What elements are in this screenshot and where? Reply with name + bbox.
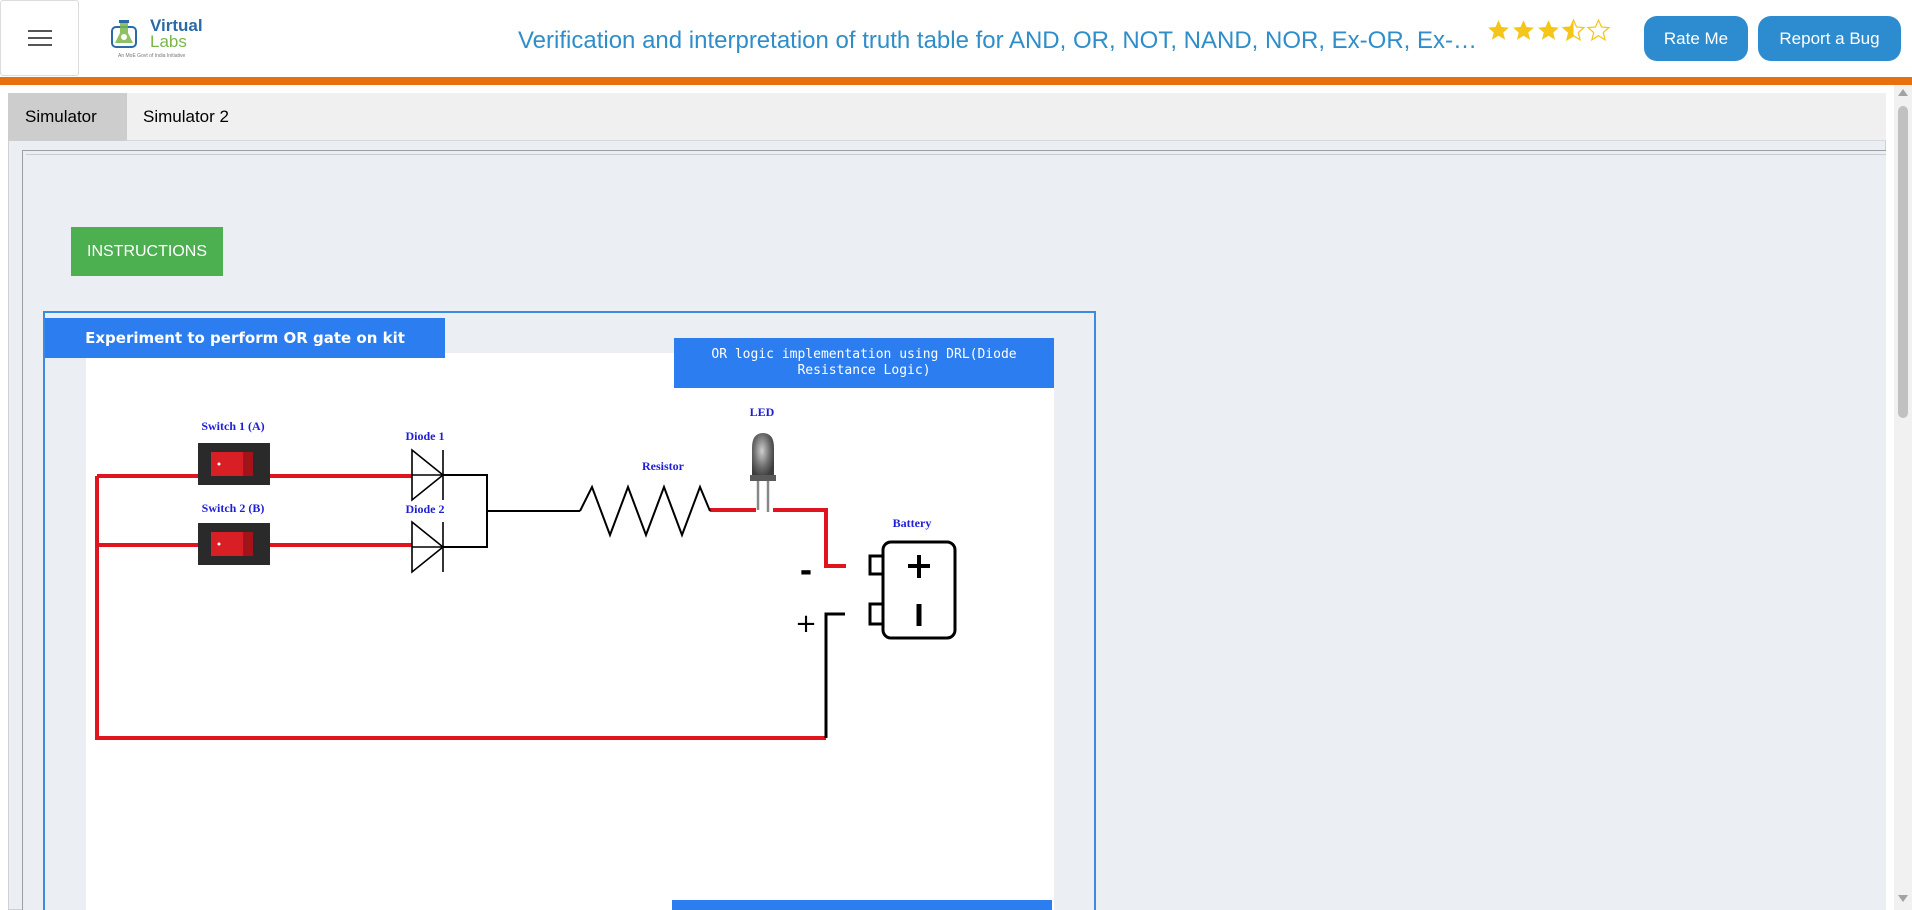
- frame-divider: [26, 154, 1886, 155]
- black-wires: [443, 474, 845, 738]
- switch-1-label: Switch 1 (A): [201, 419, 264, 433]
- drl-title: OR logic implementation using DRL(Diode …: [674, 338, 1054, 388]
- hamburger-icon: [27, 25, 52, 51]
- virtual-labs-logo[interactable]: Virtual Labs An MoE Govt of India Initia…: [110, 13, 203, 63]
- logo-text-labs: Labs: [150, 32, 187, 51]
- star-empty-icon[interactable]: [1586, 18, 1611, 43]
- flask-icon: [111, 20, 137, 48]
- tab-simulator-1[interactable]: Simulator 1: [8, 93, 127, 174]
- switch-2[interactable]: [198, 523, 270, 565]
- star-filled-icon[interactable]: [1486, 18, 1511, 43]
- star-filled-icon[interactable]: [1536, 18, 1561, 43]
- red-wires: [95, 474, 846, 740]
- tab-simulator-2[interactable]: Simulator 2: [143, 107, 229, 126]
- plus-terminal-label: +: [795, 609, 817, 639]
- led-label: LED: [750, 405, 775, 419]
- diode-2: [411, 520, 445, 574]
- diode-1-label: Diode 1: [406, 429, 445, 443]
- led-bulb: [750, 433, 776, 512]
- diode-2-label: Diode 2: [406, 502, 445, 516]
- rating-stars[interactable]: [1486, 18, 1611, 48]
- logo-text-virtual: Virtual: [150, 16, 203, 35]
- rate-me-button[interactable]: Rate Me: [1644, 16, 1748, 61]
- resistor-label: Resistor: [642, 459, 685, 473]
- scrollbar-thumb[interactable]: [1898, 106, 1908, 418]
- star-half-icon[interactable]: [1561, 18, 1586, 43]
- switch-2-label: Switch 2 (B): [202, 501, 265, 515]
- star-filled-icon[interactable]: [1511, 18, 1536, 43]
- minus-terminal-label: -: [800, 554, 812, 589]
- scroll-up-icon[interactable]: [1898, 89, 1908, 96]
- experiment-title: Experiment to perform OR gate on kit: [45, 318, 445, 358]
- simulator-tabbar: [8, 93, 1886, 141]
- header-divider: [0, 77, 1912, 85]
- diode-1: [411, 448, 445, 502]
- scroll-down-icon[interactable]: [1898, 895, 1908, 902]
- switch-1[interactable]: [198, 443, 270, 485]
- instructions-button[interactable]: INSTRUCTIONS: [71, 227, 223, 276]
- battery-label: Battery: [893, 516, 932, 530]
- report-bug-button[interactable]: Report a Bug: [1758, 16, 1901, 61]
- hamburger-menu-button[interactable]: [0, 0, 79, 76]
- logo-tagline: An MoE Govt of India Initiative: [118, 53, 186, 59]
- bottom-panel-header: [672, 900, 1052, 910]
- battery: [868, 540, 957, 640]
